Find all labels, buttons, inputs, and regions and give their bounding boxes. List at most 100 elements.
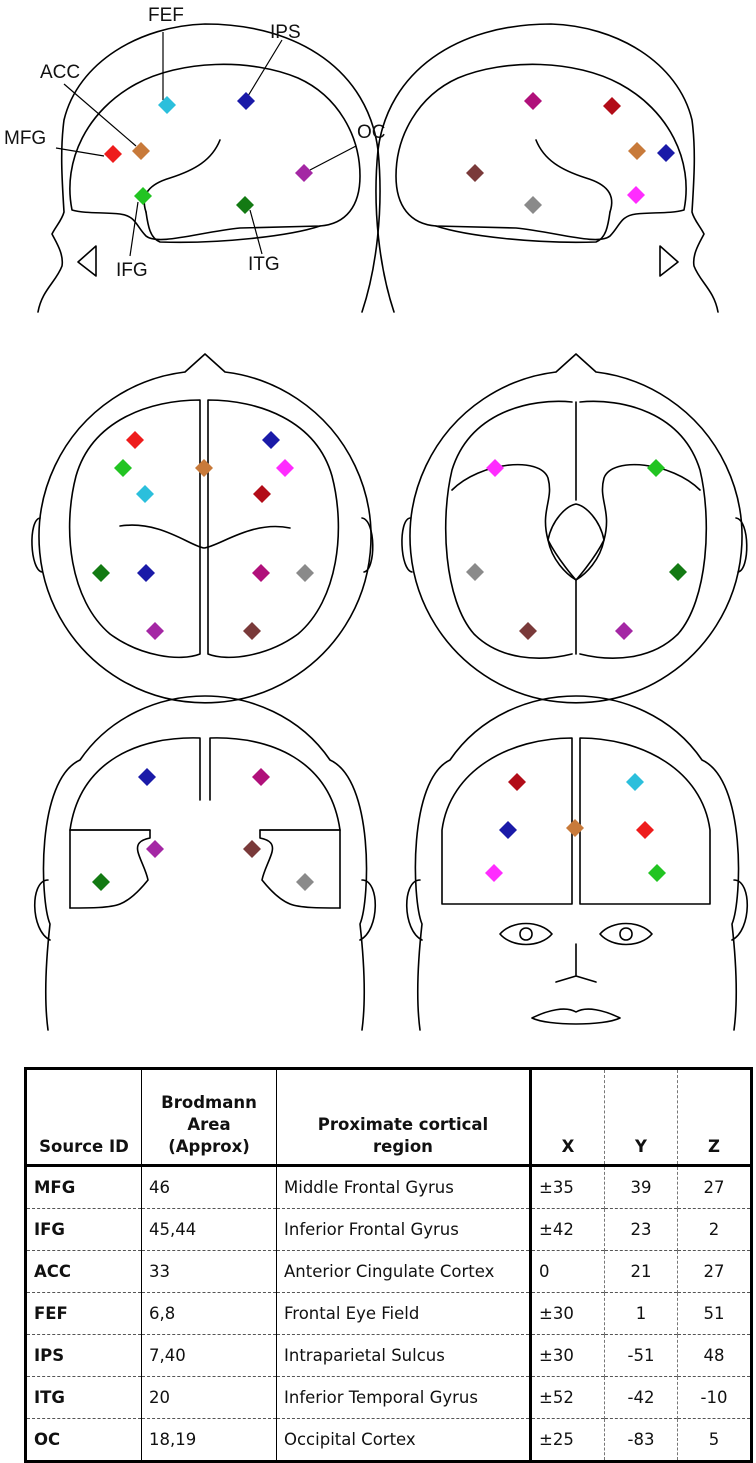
marker-b-ifg <box>486 459 504 477</box>
eye-right <box>659 245 679 277</box>
cell-brodmann: 45,44 <box>141 1208 277 1251</box>
table-row: IPS 7,40 Intraparietal Sulcus ±30 -51 48 <box>25 1334 752 1377</box>
table-row: FEF 6,8 Frontal Eye Field ±30 1 51 <box>25 1292 752 1335</box>
header-brodmann-l3: (Approx) <box>168 1137 250 1156</box>
label-mfg: MFG <box>4 128 46 149</box>
marker-t-par-r <box>252 564 270 582</box>
marker-b-oc-r <box>615 622 633 640</box>
marker-f-ifg <box>485 864 503 882</box>
brain-top-right <box>207 399 340 659</box>
ear-left-bottom <box>401 517 413 573</box>
marker-r-itg <box>524 196 542 214</box>
cell-z: 51 <box>677 1292 752 1335</box>
cell-region: Frontal Eye Field <box>276 1292 532 1335</box>
cell-region: Anterior Cingulate Cortex <box>276 1250 532 1293</box>
cell-x: ±30 <box>530 1334 605 1377</box>
header-region-l1: Proximate cortical <box>317 1115 489 1134</box>
header-x: X <box>530 1068 605 1166</box>
label-oc: OC <box>357 122 386 143</box>
ips-marker <box>237 92 255 110</box>
marker-r-acc <box>628 142 646 160</box>
marker-t-itg <box>92 564 110 582</box>
header-region: Proximate cortical region <box>276 1068 532 1166</box>
cell-z: 48 <box>677 1334 752 1377</box>
table-row: MFG 46 Middle Frontal Gyrus ±35 39 27 <box>25 1164 752 1209</box>
marker-t-ips <box>137 564 155 582</box>
cell-y: 23 <box>604 1208 678 1251</box>
cell-x: ±35 <box>530 1164 605 1209</box>
marker-t-mfg <box>126 431 144 449</box>
marker-b-gray <box>466 563 484 581</box>
fef-marker <box>158 96 176 114</box>
header-brodmann: Brodmann Area (Approx) <box>141 1068 277 1166</box>
brain-bottom-left <box>444 400 573 659</box>
itg-leader <box>249 209 263 255</box>
table-row: OC 18,19 Occipital Cortex ±25 -83 5 <box>25 1418 752 1462</box>
marker-r-parietal <box>524 92 542 110</box>
acc-leader <box>63 83 137 147</box>
ips-leader <box>247 39 283 97</box>
marker-t-acc <box>195 459 213 477</box>
ear-right-top <box>361 517 374 573</box>
label-ifg: IFG <box>116 260 148 281</box>
cell-x: ±25 <box>530 1418 605 1462</box>
marker-r-ips <box>603 97 621 115</box>
ear-right-back <box>359 879 377 941</box>
header-brodmann-l2: Area <box>187 1115 231 1134</box>
label-ips: IPS <box>270 22 301 43</box>
head-front-outline <box>414 695 740 1031</box>
marker-t-red-r <box>253 485 271 503</box>
right-lateral-view <box>375 23 719 313</box>
marker-t-ips-r <box>262 431 280 449</box>
cell-brodmann: 18,19 <box>141 1418 277 1462</box>
pupil-left <box>519 927 533 941</box>
brain-back <box>69 737 341 909</box>
cell-z: 27 <box>677 1250 752 1293</box>
central-sulcus <box>119 524 291 549</box>
left-lateral-view: FEF IPS ACC MFG OC IFG ITG <box>4 5 386 313</box>
cell-brodmann: 6,8 <box>141 1292 277 1335</box>
cell-brodmann: 33 <box>141 1250 277 1293</box>
brain-bottom-right <box>579 400 708 659</box>
head-back-outline <box>42 695 368 1031</box>
marker-bk-itg <box>92 873 110 891</box>
marker-b-oc <box>519 622 537 640</box>
marker-t-oc <box>146 622 164 640</box>
sylvian-fissure-right <box>535 139 613 213</box>
marker-b-ifg-r <box>647 459 665 477</box>
table-row: ITG 20 Inferior Temporal Gyrus ±52 -42 -… <box>25 1376 752 1419</box>
oc-marker <box>295 164 313 182</box>
marker-t-gray-r <box>296 564 314 582</box>
header-z: Z <box>708 1137 720 1156</box>
label-itg: ITG <box>248 254 280 275</box>
mfg-marker <box>104 145 122 163</box>
cell-region: Inferior Frontal Gyrus <box>276 1208 532 1251</box>
cell-z: 27 <box>677 1164 752 1209</box>
header-source-id: Source ID <box>25 1068 142 1166</box>
cell-source-id: IFG <box>25 1208 142 1251</box>
marker-r-oc <box>466 164 484 182</box>
pons <box>547 503 605 581</box>
ear-right-front <box>731 879 749 941</box>
marker-f-fef <box>626 773 644 791</box>
eye-right-front <box>599 922 653 946</box>
cell-brodmann: 20 <box>141 1376 277 1419</box>
acc-marker <box>132 142 150 160</box>
brain-outline-right <box>395 63 687 241</box>
cell-y: 39 <box>604 1164 678 1209</box>
cell-y: 1 <box>604 1292 678 1335</box>
cell-y: 21 <box>604 1250 678 1293</box>
ear-left-top <box>31 517 43 573</box>
nose-front <box>555 943 597 983</box>
brain-top-left <box>68 399 201 659</box>
cell-source-id: IPS <box>25 1334 142 1377</box>
table-row: IFG 45,44 Inferior Frontal Gyrus ±42 23 … <box>25 1208 752 1251</box>
ifg-marker <box>134 187 152 205</box>
table-row: ACC 33 Anterior Cingulate Cortex 0 21 27 <box>25 1250 752 1293</box>
brain-front <box>441 737 711 905</box>
mouth-front <box>531 1008 621 1025</box>
cell-source-id: OC <box>25 1418 142 1462</box>
head-top-outline <box>38 353 372 704</box>
eye-left-front <box>499 922 553 946</box>
top-view <box>31 353 374 704</box>
